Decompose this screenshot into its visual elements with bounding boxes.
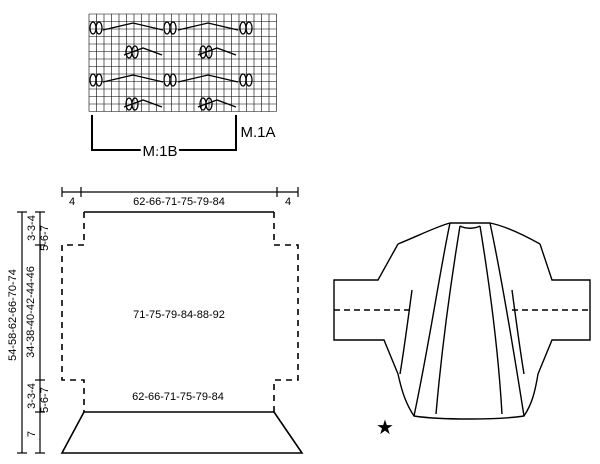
outer-body xyxy=(397,222,541,245)
knitting-chart-grid xyxy=(88,13,277,112)
chart-stitch-symbol xyxy=(89,21,97,35)
left-sleeve xyxy=(333,243,399,375)
chart-stitch-symbol xyxy=(123,47,163,56)
bottom-step-label-a: 3-3-4 xyxy=(26,383,38,409)
chart-stitch-symbol xyxy=(177,74,239,83)
height-dimension-line xyxy=(17,211,45,454)
chart-stitch-symbol xyxy=(239,21,247,35)
chart-stitch-symbol xyxy=(163,21,171,35)
body-width-label: 71-75-79-84-88-92 xyxy=(133,309,225,321)
chart-stitch-symbol xyxy=(95,73,103,87)
chart-stitch-symbol xyxy=(95,21,103,35)
m1a-label: M.1A xyxy=(240,124,275,141)
edge-width-left: 4 xyxy=(69,196,75,208)
mid-height-label: 34-38-40-42-44-46 xyxy=(25,266,37,358)
pattern-piece-outline xyxy=(60,211,304,454)
chart-repeat-brackets xyxy=(91,115,237,151)
top-step-label-b: 5-6-7 xyxy=(39,225,51,251)
bottom-step-label-b: 5-6-7 xyxy=(39,387,51,413)
marker-star-icon: ★ xyxy=(376,417,394,439)
chart-stitch-symbol xyxy=(102,74,164,83)
top-step-label-a: 3-3-4 xyxy=(26,215,38,241)
garment-sketch xyxy=(333,222,591,420)
chart-stitch-symbol xyxy=(102,22,164,31)
chart-stitch-symbol xyxy=(245,21,253,35)
right-sleeve xyxy=(537,243,591,375)
chart-stitch-symbol xyxy=(177,22,239,31)
total-height-label: 54-58-62-66-70-74 xyxy=(7,269,19,361)
chart-stitch-symbol xyxy=(89,73,97,87)
top-width-label: 62-66-71-75-79-84 xyxy=(133,196,225,208)
chart-stitch-symbol xyxy=(245,73,253,87)
chart-stitch-symbol xyxy=(239,73,247,87)
chart-stitch-symbol xyxy=(169,21,177,35)
chart-stitch-symbol xyxy=(163,73,171,87)
width-dimension-line xyxy=(61,187,299,197)
chart-stitch-symbol xyxy=(169,73,177,87)
chart-stitch-symbol xyxy=(123,99,163,108)
chart-stitch-symbol xyxy=(197,47,237,56)
edge-width-right: 4 xyxy=(285,196,291,208)
knitting-chart-symbols xyxy=(89,21,253,111)
chart-stitch-symbol xyxy=(197,99,237,108)
left-front-band xyxy=(413,222,451,417)
rib-height-label: 7 xyxy=(26,431,38,437)
right-front-band xyxy=(489,222,525,417)
m1b-label: M.1B xyxy=(142,143,177,160)
bottom-width-label: 62-66-71-75-79-84 xyxy=(132,391,224,403)
